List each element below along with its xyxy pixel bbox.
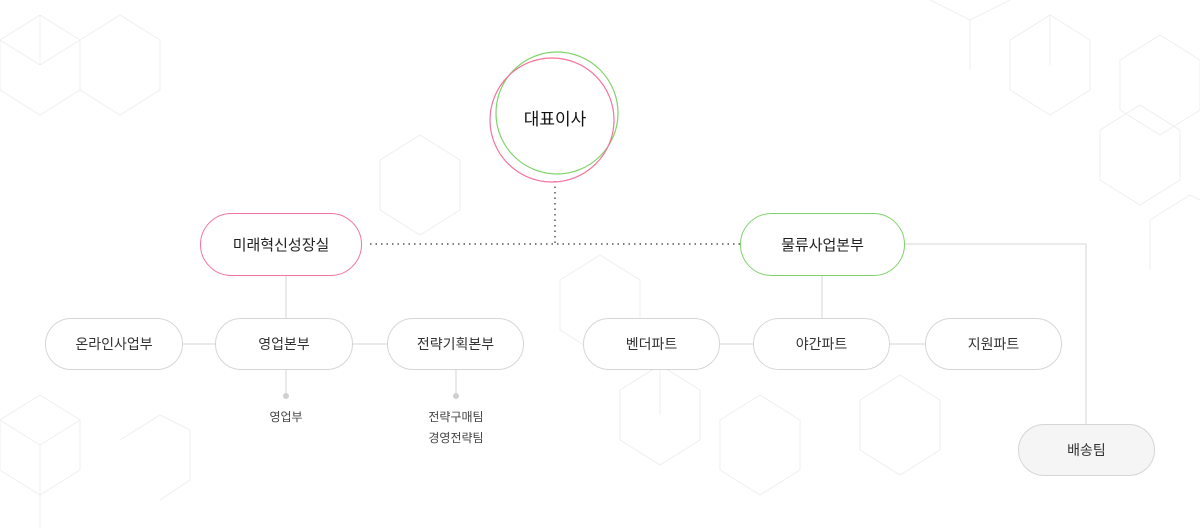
unit-strategy: 전략기획본부 — [387, 318, 524, 370]
team-sales: 영업부 — [269, 410, 303, 424]
ceo-node: 대표이사 — [523, 110, 587, 130]
division-logistics: 물류사업본부 — [740, 213, 905, 276]
team-management-strategy: 경영전략팀 — [428, 431, 484, 445]
division-future-innovation: 미래혁신성장실 — [200, 213, 362, 276]
team-dot — [283, 393, 289, 399]
ceo-circle-pink — [489, 57, 615, 183]
unit-online: 온라인사업부 — [45, 318, 183, 370]
team-strategic-purchasing: 전략구매팀 — [428, 410, 484, 424]
team-dot — [453, 393, 459, 399]
unit-night: 야간파트 — [753, 318, 890, 370]
unit-vendor: 벤더파트 — [583, 318, 720, 370]
unit-support: 지원파트 — [925, 318, 1062, 370]
unit-sales: 영업본부 — [215, 318, 353, 370]
connector — [905, 243, 1087, 424]
team-delivery: 배송팀 — [1018, 424, 1155, 476]
ceo-circle-green — [495, 51, 619, 175]
